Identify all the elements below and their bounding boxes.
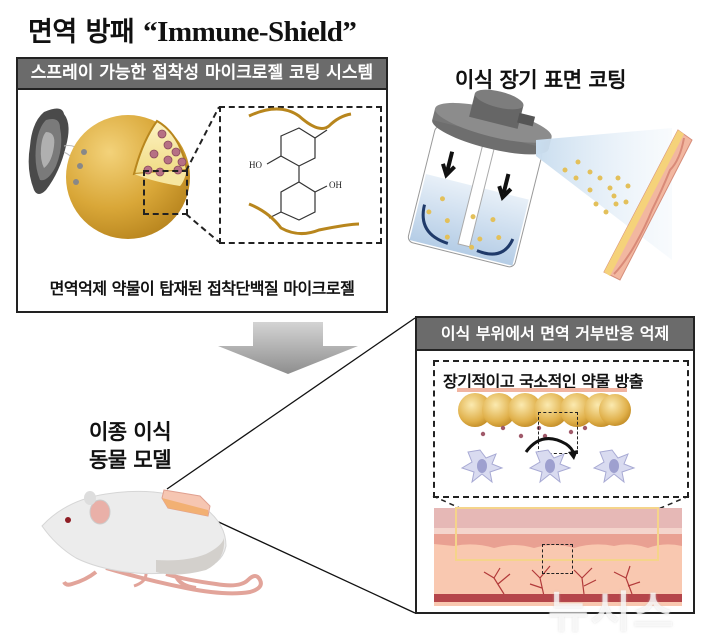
- catechol-structure-icon: HO OH: [248, 107, 360, 235]
- curved-arrow-icon: [524, 437, 578, 460]
- drug-release-title: 장기적이고 국소적인 약물 방출: [443, 372, 644, 391]
- release-zoom-box: [538, 412, 578, 454]
- animal-model-label: 이종 이식 동물 모델: [80, 418, 180, 474]
- organ-coating-label: 이식 장기 표면 코팅: [455, 68, 627, 92]
- microgel-panel-header: 스프레이 가능한 접착성 마이크로젤 코팅 시스템: [18, 59, 386, 90]
- microgel-caption: 면역억제 약물이 탑재된 접착단백질 마이크로젤: [49, 279, 355, 298]
- hydroxyl-left-label: HO: [249, 160, 262, 170]
- mouse-icon: [41, 490, 263, 596]
- figure-title: 면역 방패 “Immune-Shield”: [28, 10, 357, 49]
- drug-release-inset: [433, 360, 689, 498]
- down-arrow-icon: [218, 322, 358, 374]
- tissue-zoom-box: [542, 544, 573, 574]
- graft-patch-icon: [161, 489, 211, 517]
- hydroxyl-right-label: OH: [329, 180, 342, 190]
- microgel-bead-row-icon: [457, 388, 631, 439]
- catechol-structure-inset: [219, 106, 382, 244]
- animal-model-line1: 이종 이식: [88, 420, 172, 444]
- mussel-shell-icon: [28, 108, 85, 194]
- tissue-cross-section-icon: [434, 507, 682, 606]
- microgel-sphere-icon: [66, 115, 190, 239]
- immune-suppression-header: 이식 부위에서 면역 거부반응 억제: [417, 318, 693, 351]
- spray-bottle-icon: [407, 89, 693, 281]
- zoom-region-box: [143, 170, 188, 215]
- title-korean: 면역 방패: [28, 17, 135, 48]
- animal-model-line2: 동물 모델: [88, 448, 172, 472]
- immune-cell-icon: [460, 449, 636, 484]
- title-english: “Immune-Shield”: [143, 16, 357, 48]
- newsis-watermark: 뉴시스: [548, 587, 676, 638]
